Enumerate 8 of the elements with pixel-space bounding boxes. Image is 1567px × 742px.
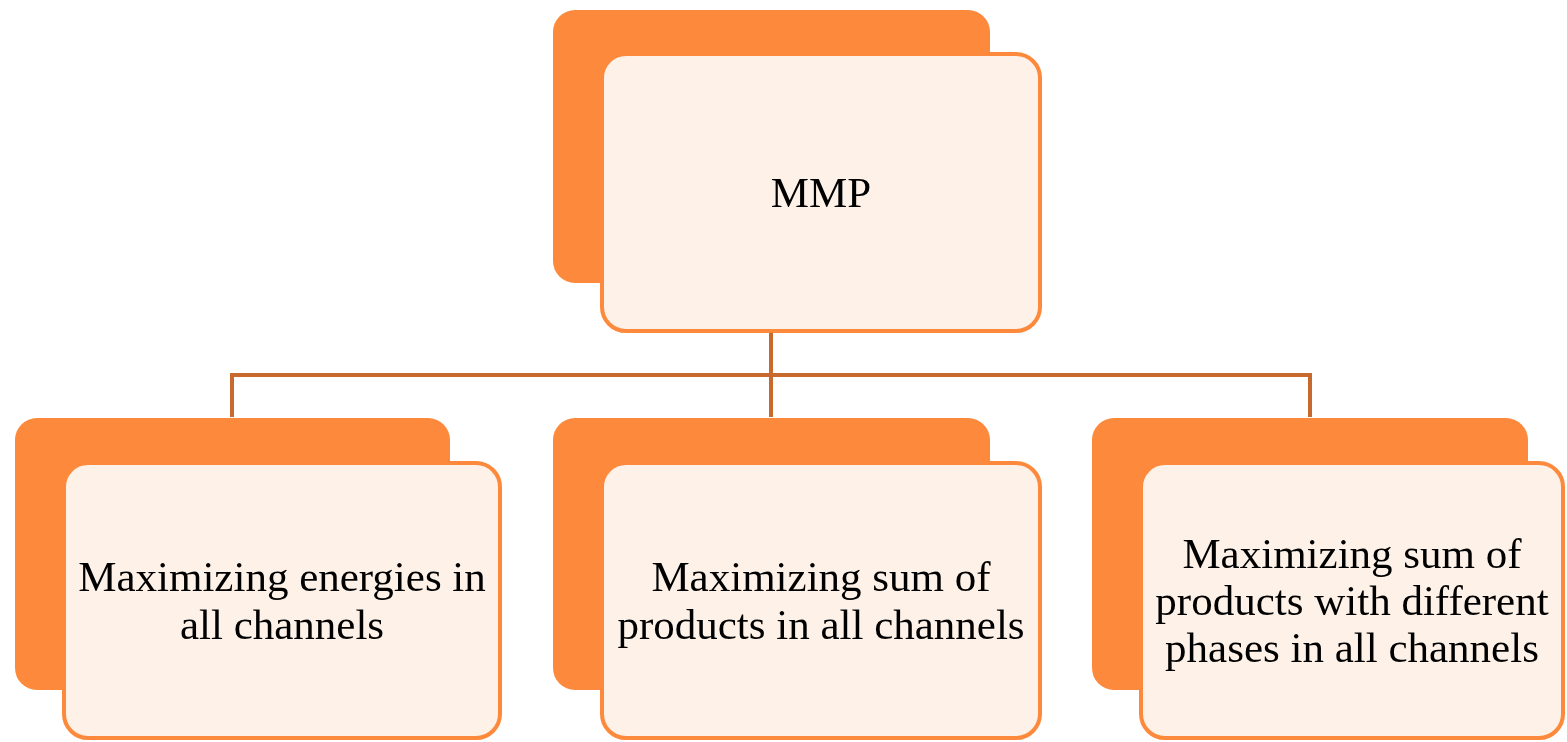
- node-label: MMP: [770, 168, 872, 217]
- process-box: [553, 10, 1042, 333]
- process-box: [1092, 418, 1565, 740]
- process-box: [553, 418, 1042, 740]
- process-box: [15, 418, 502, 740]
- node-label: Maximizing sum of products in all channels: [616, 553, 1026, 648]
- node-label: Maximizing sum of products with different phases in all channels: [1154, 529, 1550, 672]
- node-label: Maximizing energies in all channels: [77, 553, 487, 648]
